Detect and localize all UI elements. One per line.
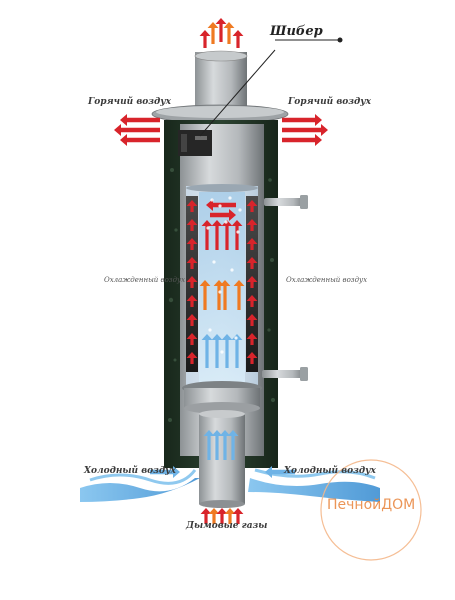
exhaust-arrow [199, 30, 211, 48]
flue-gas-arrow [232, 508, 244, 524]
chamber-arrow-cold [221, 334, 233, 368]
cold-air-left-label: Холодный воздух [84, 466, 176, 476]
chamber-arrow-warm [233, 280, 245, 310]
fin-arrow-left [186, 276, 198, 288]
fin-arrow-left [186, 200, 198, 212]
bottom-pipe [199, 414, 245, 504]
chamber-arrow-hot [231, 220, 243, 250]
fin-arrow-right [246, 257, 258, 269]
shell-texture [168, 168, 276, 422]
cooled-air-left-label: Охлажденный воздух [104, 276, 186, 284]
bubble [218, 204, 222, 208]
fin-arrow-right [246, 238, 258, 250]
bubble [230, 268, 234, 272]
damper-pointer-dot [337, 37, 343, 43]
inlet-arrow-blue [203, 430, 215, 460]
exhaust-arrow [232, 30, 244, 48]
fin-arrow-right [246, 295, 258, 307]
chamber-arrow-warm [219, 280, 231, 310]
inlet-arrow-blue [211, 430, 223, 460]
chamber-arrow-warm [213, 280, 225, 310]
chamber-arrow-hot [221, 220, 233, 250]
cold-air-wave-right [248, 478, 380, 502]
fin-arrow-right [246, 333, 258, 345]
bubble [212, 260, 216, 264]
chamber-arrow-cold [201, 334, 213, 368]
chamber-arrow-hot [211, 220, 223, 250]
exhaust-arrow [223, 22, 235, 44]
exhaust-arrow [215, 18, 227, 42]
fin-arrow-right [246, 352, 258, 364]
hot-air-arrow-left [120, 114, 160, 126]
flue-gas-arrow [216, 508, 228, 524]
fin-arrow-left [186, 314, 198, 326]
bubble [206, 226, 210, 230]
upper-fitting [264, 195, 308, 209]
chamber-arrow-cold [231, 334, 243, 368]
inlet-arrow-blue [219, 430, 231, 460]
hot-air-left-label: Горячий воздух [88, 97, 171, 107]
bubble [220, 350, 224, 354]
hot-air-arrow-left [120, 134, 160, 146]
air-flow-arrows [114, 18, 328, 524]
flue-gas-arrow [200, 508, 212, 524]
bubble [224, 220, 228, 224]
flue-gases-label: Дымовые газы [186, 521, 268, 531]
bubble [238, 208, 242, 212]
hot-air-arrow-right [282, 134, 322, 146]
chamber-arrow-horizontal [210, 209, 236, 221]
steam-bubbles [206, 196, 242, 354]
fin-arrow-right [246, 200, 258, 212]
lower-fitting [262, 367, 308, 381]
cooled-air-right-label: Охлажденный воздух [286, 276, 368, 284]
hot-air-arrow-right [282, 124, 328, 136]
bubble [228, 196, 232, 200]
fin-arrow-right [246, 276, 258, 288]
fin-arrow-left [186, 352, 198, 364]
fin-arrow-left [186, 333, 198, 345]
watermark-text: ПечнойДОМ [327, 497, 416, 513]
fin-arrow-right [246, 219, 258, 231]
flue-gas-arrow [224, 508, 236, 524]
hot-air-right-label: Горячий воздух [288, 97, 371, 107]
bubble [218, 290, 222, 294]
flue-gas-arrow [208, 508, 220, 524]
cold-air-right-label: Холодный воздух [284, 466, 376, 476]
fin-arrow-left [186, 295, 198, 307]
cold-air-wave-left [80, 478, 200, 502]
damper-pointer [199, 49, 276, 137]
fin-arrow-left [186, 219, 198, 231]
cold-air-arrow-left [150, 466, 180, 478]
watermark-circle [320, 459, 422, 561]
chamber-arrow-hot [201, 220, 213, 250]
chimney-pipe-top [194, 50, 248, 62]
bubble [236, 230, 240, 234]
chamber-arrow-cold [211, 334, 223, 368]
fin-arrow-left [186, 257, 198, 269]
bubble [208, 328, 212, 332]
fin-arrow-left [186, 238, 198, 250]
damper-label: Шибер [270, 24, 323, 39]
hot-air-arrow-right [282, 114, 322, 126]
exhaust-arrow [207, 22, 219, 44]
chamber-arrow-warm [199, 280, 211, 310]
bubble [210, 198, 214, 202]
hot-air-arrow-left [114, 124, 160, 136]
fin-arrow-right [246, 314, 258, 326]
cold-air-arrow-right [265, 466, 295, 478]
inlet-arrow-blue [227, 430, 239, 460]
bubble [234, 336, 238, 340]
